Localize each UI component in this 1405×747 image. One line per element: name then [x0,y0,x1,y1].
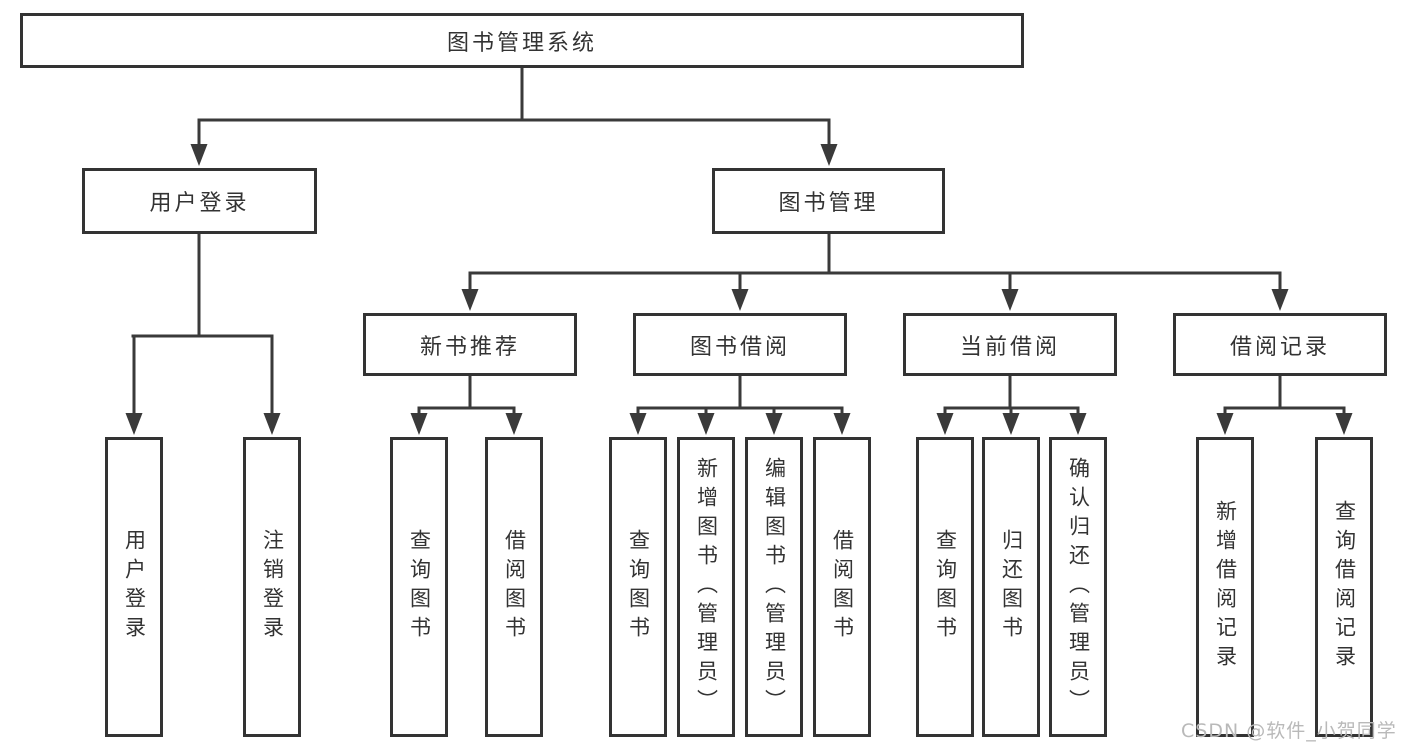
leaf-label: 查询图书 [933,529,958,645]
arrowhead [190,144,208,166]
node-label: 新书推荐 [419,334,520,360]
node-borrow-records: 借阅记录 [1173,313,1387,376]
leaf-query-books-2: 查询图书 [609,437,667,737]
arrowhead [731,289,749,311]
leaf-query-books-3: 查询图书 [916,437,974,737]
arrowhead [833,413,851,435]
leaf-user-login: 用户登录 [105,437,163,737]
leaf-label: 新增借阅记录 [1213,500,1238,674]
arrowheads [125,144,1353,435]
arrowhead [410,413,428,435]
leaf-label: 归还图书 [999,529,1024,645]
leaf-add-books-admin: 新增图书（管理员） [677,437,735,737]
node-label: 当前借阅 [959,334,1060,360]
arrowhead [1002,413,1020,435]
leaf-label: 查询图书 [626,529,651,645]
leaf-label: 编辑图书（管理员） [762,456,787,718]
arrowhead [461,289,479,311]
leaf-label: 借阅图书 [502,529,527,645]
arrowhead [1216,413,1234,435]
arrowhead [1069,413,1087,435]
leaf-return-books: 归还图书 [982,437,1040,737]
arrowhead [697,413,715,435]
leaf-add-borrow-record: 新增借阅记录 [1196,437,1254,737]
leaf-borrow-books-2: 借阅图书 [813,437,871,737]
arrowhead [765,413,783,435]
arrowhead [1335,413,1353,435]
leaf-label: 新增图书（管理员） [694,456,719,718]
leaf-label: 查询图书 [407,529,432,645]
leaf-borrow-books-1: 借阅图书 [485,437,543,737]
leaf-label: 注销登录 [260,529,285,645]
node-label: 图书借阅 [689,334,790,360]
arrowhead [1001,289,1019,311]
leaf-label: 确认归还（管理员） [1066,456,1091,718]
arrowhead [125,413,143,435]
node-user-login: 用户登录 [82,168,317,234]
arrowhead [936,413,954,435]
leaf-label: 用户登录 [122,529,147,645]
csdn-watermark: CSDN @软件_小贺同学 [1181,720,1397,742]
leaf-confirm-return-admin: 确认归还（管理员） [1049,437,1107,737]
node-current-borrow: 当前借阅 [903,313,1117,376]
node-new-book-recommend: 新书推荐 [363,313,577,376]
node-book-borrow: 图书借阅 [633,313,847,376]
node-label: 借阅记录 [1229,334,1330,360]
leaf-edit-books-admin: 编辑图书（管理员） [745,437,803,737]
node-label: 用户登录 [149,191,250,216]
leaf-label: 查询借阅记录 [1332,500,1357,674]
node-book-management: 图书管理 [712,168,945,234]
node-root-system: 图书管理系统 [20,13,1024,68]
node-label: 图书管理 [778,191,879,216]
arrowhead [629,413,647,435]
leaf-query-borrow-record: 查询借阅记录 [1315,437,1373,737]
leaf-logout: 注销登录 [243,437,301,737]
node-label: 图书管理系统 [446,30,597,56]
arrowhead [263,413,281,435]
arrowhead [505,413,523,435]
leaf-query-books-1: 查询图书 [390,437,448,737]
leaf-label: 借阅图书 [830,529,855,645]
arrowhead [1271,289,1289,311]
arrowhead [820,144,838,166]
